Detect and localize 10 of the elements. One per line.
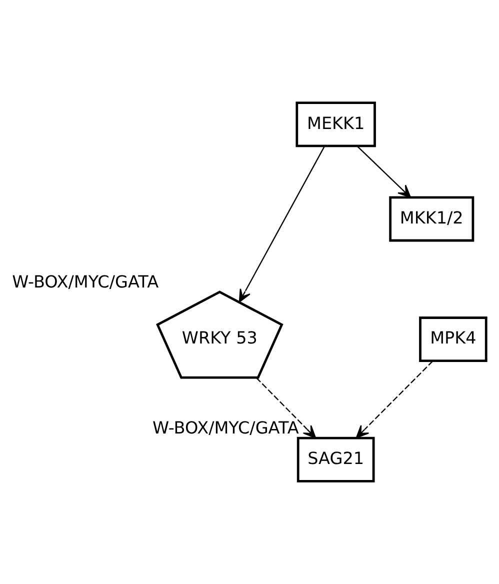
node-label: W-BOX/MYC/GATA [152,418,299,438]
node-box: MEKK1 [296,102,376,148]
arrow [356,146,412,198]
node-box: MKK1/2 [389,196,474,242]
arrow [256,377,316,438]
arrow [238,146,326,303]
arrow [356,360,434,438]
node-label: W-BOX/MYC/GATA [12,271,159,292]
node-box: SAG21 [296,436,375,482]
node-box: MPK4 [419,316,488,362]
